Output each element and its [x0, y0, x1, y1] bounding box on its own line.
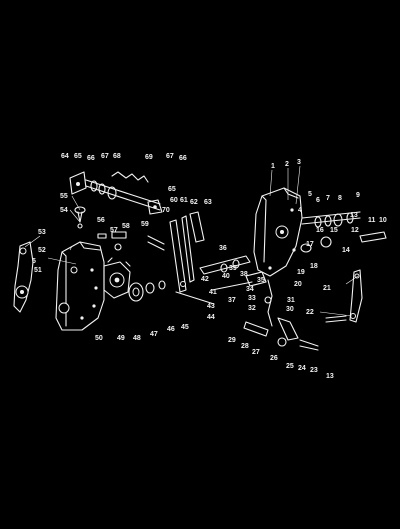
callout-66a: 66 [87, 155, 95, 162]
callout-21: 21 [323, 285, 331, 292]
callout-14: 14 [342, 247, 350, 254]
callout-67b: 67 [166, 153, 174, 160]
callout-51: 51 [34, 267, 42, 274]
callout-13a: 13 [350, 212, 358, 219]
callout-19: 19 [297, 269, 305, 276]
center-gear-part [103, 257, 131, 299]
callout-53: 53 [38, 229, 46, 236]
callout-65a: 65 [74, 153, 82, 160]
callout-22: 22 [306, 309, 314, 316]
right-housing-part [253, 187, 303, 277]
callout-15: 15 [330, 227, 338, 234]
small-pins-part [97, 231, 165, 251]
callout-30: 30 [286, 306, 294, 313]
callout-28: 28 [241, 343, 249, 350]
callout-50: 50 [95, 335, 103, 342]
left-housing-part [55, 241, 105, 331]
callout-23: 23 [310, 367, 318, 374]
callout-64: 64 [61, 153, 69, 160]
callout-60: 60 [170, 197, 178, 204]
callout-11: 11 [368, 217, 376, 224]
top-shaft-part [69, 171, 163, 215]
callout-26: 26 [270, 355, 278, 362]
callout-3: 3 [297, 159, 301, 166]
lower-linkage-part [243, 279, 319, 351]
callout-8: 8 [338, 195, 342, 202]
callout-6: 6 [316, 197, 320, 204]
callout-47: 47 [150, 331, 158, 338]
callout-labels: 1 2 3 4 5 5 6 7 8 9 10 11 12 13 13 14 15… [32, 153, 387, 380]
callout-10: 10 [379, 217, 387, 224]
callout-7: 7 [326, 195, 330, 202]
callout-29: 29 [228, 337, 236, 344]
callout-17: 17 [306, 241, 314, 248]
callout-63: 63 [204, 199, 212, 206]
callout-16: 16 [316, 227, 324, 234]
callout-44: 44 [207, 314, 215, 321]
callout-4: 4 [298, 207, 302, 214]
callout-5b: 5 [32, 258, 36, 265]
callout-1: 1 [271, 163, 275, 170]
callout-39: 39 [229, 265, 237, 272]
callout-49: 49 [117, 335, 125, 342]
callout-9: 9 [356, 192, 360, 199]
callout-40: 40 [222, 273, 230, 280]
callout-61: 61 [180, 197, 188, 204]
callout-55: 55 [60, 193, 68, 200]
callout-38: 38 [240, 271, 248, 278]
callout-70: 70 [162, 207, 170, 214]
callout-12: 12 [351, 227, 359, 234]
callout-45: 45 [181, 324, 189, 331]
callout-34: 34 [246, 286, 254, 293]
callout-66b: 66 [179, 155, 187, 162]
callout-25: 25 [286, 363, 294, 370]
callout-62: 62 [190, 199, 198, 206]
callout-5a: 5 [308, 191, 312, 198]
callout-69: 69 [145, 154, 153, 161]
callout-54: 54 [60, 207, 68, 214]
callout-65b: 65 [168, 186, 176, 193]
callout-32: 32 [248, 305, 256, 312]
callout-41: 41 [209, 289, 217, 296]
callout-59: 59 [141, 221, 149, 228]
callout-18: 18 [310, 263, 318, 270]
callout-56: 56 [97, 217, 105, 224]
callout-13b: 13 [326, 373, 334, 380]
callout-37: 37 [228, 297, 236, 304]
lever-part [325, 269, 363, 323]
left-arm-part [13, 241, 34, 313]
callout-20: 20 [294, 281, 302, 288]
callout-43: 43 [207, 303, 215, 310]
callout-57: 57 [110, 227, 118, 234]
callout-36: 36 [219, 245, 227, 252]
callout-52: 52 [38, 247, 46, 254]
callout-2: 2 [285, 161, 289, 168]
callout-58: 58 [122, 223, 130, 230]
leader-lines [24, 165, 359, 317]
callout-48: 48 [133, 335, 141, 342]
callout-68: 68 [113, 153, 121, 160]
callout-42: 42 [201, 276, 209, 283]
callout-35: 35 [257, 277, 265, 284]
callout-33: 33 [248, 295, 256, 302]
callout-46: 46 [167, 326, 175, 333]
callout-31: 31 [287, 297, 295, 304]
callout-27: 27 [252, 349, 260, 356]
link-rod-part [169, 211, 215, 305]
callout-24: 24 [298, 365, 306, 372]
center-linkage-part [199, 255, 267, 291]
right-shaft-part [300, 211, 387, 253]
washer-stack-part [128, 280, 166, 302]
callout-67a: 67 [101, 153, 109, 160]
